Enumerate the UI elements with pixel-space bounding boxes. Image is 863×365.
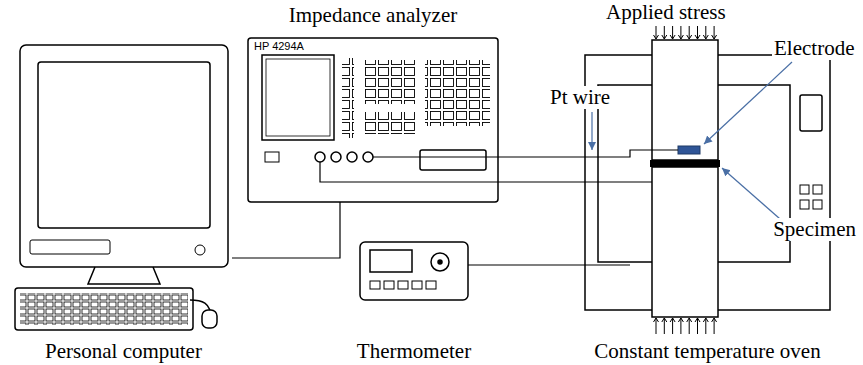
stress-arrow [681,35,684,39]
stress-arrow [705,26,706,39]
part-label: Electrode [772,37,856,60]
oven-box: Constant temperature oven [585,55,830,310]
stress-arrow [687,318,690,322]
stress-arrow [670,35,673,39]
stress-arrow [689,26,690,39]
stress-arrow [687,35,690,39]
specimen-bar [650,160,720,167]
wire-connector [498,181,585,182]
stress-arrow [654,318,657,322]
computer-drawing [15,45,228,330]
thermometer-box: Thermometer [360,242,468,300]
stress-arrow [680,318,681,334]
stress-arrow [654,35,657,39]
stress-arrow [689,318,692,322]
analyzer-box: Impedance analyzerHP 4294A [248,38,498,202]
stress-arrow [670,318,673,322]
electrode-plate [678,146,700,154]
stress-arrow [714,318,715,334]
node-caption: Impedance analyzer [289,4,457,27]
wire-label: Pt wire [548,86,612,109]
node-caption: Thermometer [357,340,471,363]
node-caption: Personal computer [45,340,202,363]
stress-arrow [681,318,684,322]
stress-arrow [664,35,667,39]
stress-arrow [703,35,706,39]
stress-arrow [712,318,715,322]
stress-arrow [695,318,698,322]
stress-arrow [689,35,692,39]
stress-arrow [656,318,657,334]
stress-arrow [656,35,659,39]
stress-arrow [714,318,717,322]
stress-arrow [714,35,717,39]
stress-arrow [664,318,665,334]
stress-arrow [664,318,667,322]
stress-arrow [706,318,709,322]
stress-arrow [672,26,673,39]
part-label: Specimen [771,218,858,241]
stress-arrow [714,26,715,39]
stress-arrow [673,318,676,322]
analyzer-drawing [248,38,498,202]
stress-arrow [698,35,701,39]
wire-connector [468,264,585,265]
stress-arrow [712,35,715,39]
stress-arrow [678,318,681,322]
stress-arrow [705,318,706,334]
node-caption: Constant temperature oven [594,340,820,363]
stress-arrow [695,35,698,39]
oven-drawing [585,26,830,334]
stress-arrow [673,35,676,39]
stress-arrow [698,318,701,322]
leader-lines [592,62,792,226]
stress-arrow [662,318,665,322]
stress-arrow [672,318,673,334]
stress-arrow [678,35,681,39]
stress-arrow [656,318,659,322]
wire-connector [498,156,585,157]
stress-arrow [706,35,709,39]
wire-connector [232,202,340,258]
stress-arrow [656,26,657,39]
stress-arrow [703,318,706,322]
stress-arrow [664,26,665,39]
stress-arrow [697,26,698,39]
model-name: HP 4294A [254,40,304,52]
stress-arrow [697,318,698,334]
stress-arrow [680,26,681,39]
stress-arrow [662,35,665,39]
thermometer-drawing [360,242,468,300]
stress-label: Applied stress [604,1,728,24]
computer-box: Personal computer [15,40,232,332]
stress-arrow [689,318,690,334]
